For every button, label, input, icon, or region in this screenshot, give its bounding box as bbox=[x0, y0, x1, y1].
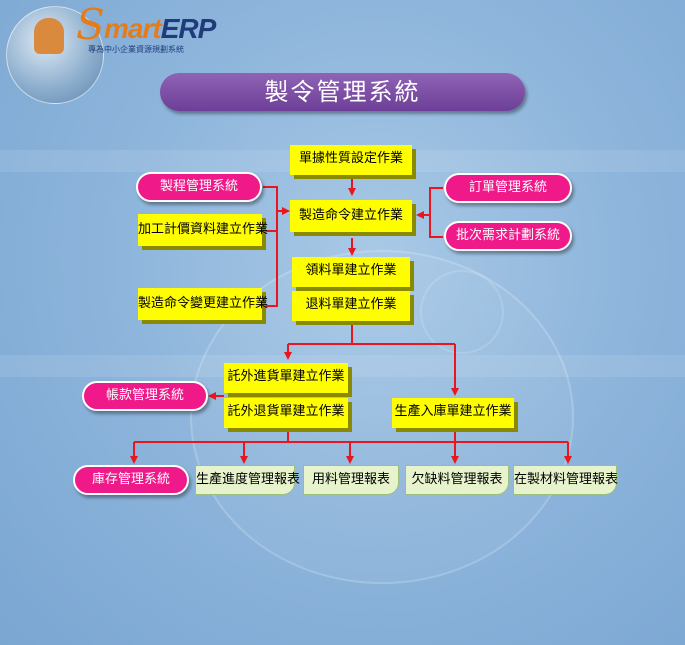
batch-demand-system-button[interactable]: 批次需求計劃系統 bbox=[444, 221, 572, 251]
material-usage-report-button[interactable]: 用料管理報表 bbox=[303, 465, 399, 495]
production-storage-box[interactable]: 生產入庫單建立作業 bbox=[392, 398, 514, 428]
wip-material-report-button[interactable]: 在製材料管理報表 bbox=[513, 465, 618, 495]
processing-price-box[interactable]: 加工計價資料建立作業 bbox=[138, 214, 268, 246]
shortage-report-button[interactable]: 欠缺料管理報表 bbox=[405, 465, 509, 495]
logo-subtitle: 專為中小企業資源規劃系統 bbox=[88, 45, 184, 54]
material-issue-box[interactable]: 領料單建立作業 bbox=[292, 257, 410, 287]
material-return-box[interactable]: 退料單建立作業 bbox=[292, 291, 410, 321]
arrow-order-to-mo bbox=[416, 187, 443, 219]
mo-change-box[interactable]: 製造命令變更建立作業 bbox=[138, 288, 268, 320]
person-icon bbox=[34, 18, 64, 54]
line-change bbox=[263, 211, 278, 307]
logo-s: S bbox=[76, 0, 105, 49]
line-batch bbox=[429, 215, 443, 238]
order-mgmt-system-button[interactable]: 訂單管理系統 bbox=[444, 173, 572, 203]
background-e-logo bbox=[420, 270, 504, 354]
outsource-return-box[interactable]: 託外退貨單建立作業 bbox=[224, 398, 348, 428]
page-title: 製令管理系統 bbox=[160, 73, 525, 111]
process-mgmt-system-button[interactable]: 製程管理系統 bbox=[136, 172, 262, 202]
doc-setup-box[interactable]: 單據性質設定作業 bbox=[290, 145, 412, 175]
progress-report-button[interactable]: 生產進度管理報表 bbox=[195, 465, 300, 495]
smarterp-logo: S martERP 專為中小企業資源規劃系統 bbox=[0, 0, 230, 110]
arrow-process-to-mo bbox=[263, 186, 290, 215]
logo-wordmark-mart: mart bbox=[104, 13, 162, 44]
inventory-mgmt-system-button[interactable]: 庫存管理系統 bbox=[73, 465, 189, 495]
logo-wordmark: martERP bbox=[104, 13, 217, 44]
logo-wordmark-erp: ERP bbox=[160, 13, 217, 44]
mo-create-box[interactable]: 製造命令建立作業 bbox=[290, 200, 412, 232]
account-mgmt-system-button[interactable]: 帳款管理系統 bbox=[82, 381, 208, 411]
outsource-receipt-box[interactable]: 託外進貨單建立作業 bbox=[224, 363, 348, 393]
